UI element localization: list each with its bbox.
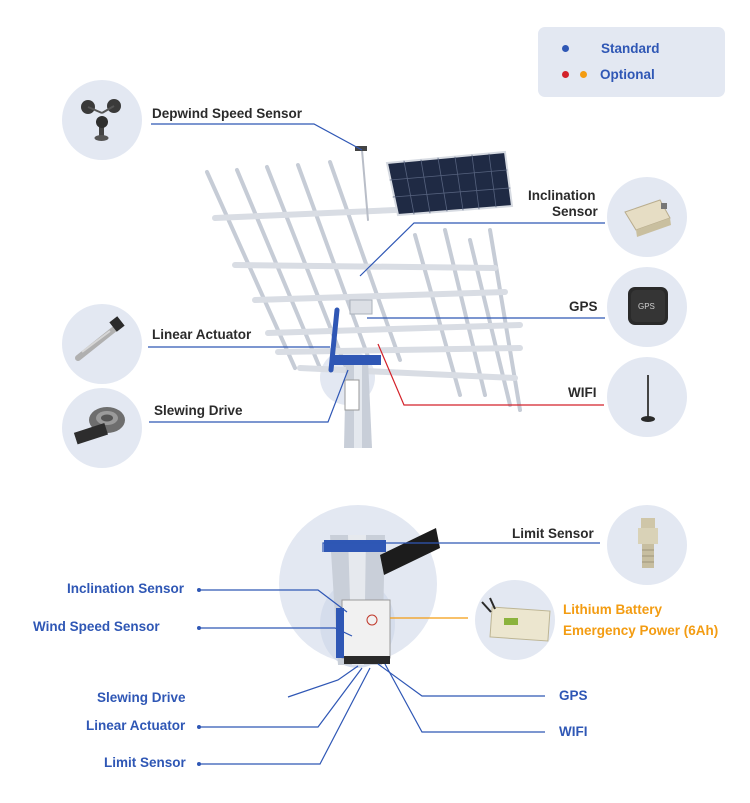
linear-actuator-icon [75, 316, 125, 361]
controller-limit-sensor-label: Limit Sensor [104, 755, 186, 770]
linear-actuator-image [62, 304, 142, 384]
linear-actuator-label: Linear Actuator [152, 327, 252, 342]
battery-label-line1: Lithium Battery [563, 602, 663, 617]
wind-sensor-label: Depwind Speed Sensor [152, 106, 303, 121]
wifi-antenna-icon [641, 375, 655, 422]
gps-badge-text: GPS [638, 302, 655, 311]
inclination-sensor-icon [624, 199, 671, 237]
wifi-label: WIFI [568, 385, 597, 400]
limit-sensor-icon [638, 518, 658, 568]
inclination-label-line1: Inclination [528, 188, 596, 203]
legend-box: Standard Optional [538, 27, 725, 97]
legend-standard-label: Standard [601, 41, 660, 56]
optional-orange-dot [580, 71, 587, 78]
anemometer-icon [81, 99, 121, 141]
limit-sensor-label: Limit Sensor [512, 526, 594, 541]
controller-slewing-drive-label: Slewing Drive [97, 690, 186, 705]
controller-inclination-sensor-label: Inclination Sensor [67, 581, 185, 596]
slewing-drive-icon [73, 407, 125, 445]
gps-label: GPS [569, 299, 598, 314]
battery-label-line2: Emergency Power (6Ah) [563, 623, 719, 638]
slewing-drive-label: Slewing Drive [154, 403, 243, 418]
inclination-label-line2: Sensor [552, 204, 598, 219]
wifi-leader-line [377, 343, 604, 406]
controller-linear-actuator-label: Linear Actuator [86, 718, 186, 733]
top-leader-lines [148, 123, 605, 423]
optional-red-dot [562, 71, 569, 78]
bottom-leader-lines [199, 542, 600, 765]
solar-panel [385, 150, 514, 217]
controller-wifi-label: WIFI [559, 724, 588, 739]
gps-device-icon [628, 287, 668, 325]
controller-zoom [324, 528, 440, 665]
controller-gps-label: GPS [559, 688, 588, 703]
controller-wind-speed-sensor-label: Wind Speed Sensor [33, 619, 160, 634]
battery-icon [481, 597, 551, 642]
tracker-structure [205, 146, 523, 448]
legend-optional-label: Optional [600, 67, 655, 82]
standard-dot [562, 45, 569, 52]
